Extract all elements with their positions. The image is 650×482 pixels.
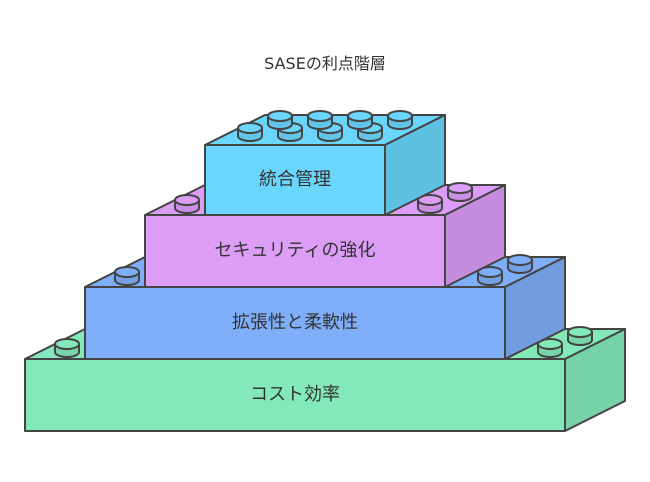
block-front-face xyxy=(144,214,446,288)
lego-stud xyxy=(387,110,413,130)
lego-stud xyxy=(174,194,200,214)
block-front-face xyxy=(204,144,386,216)
lego-stud xyxy=(267,110,293,130)
lego-stud xyxy=(54,338,80,358)
layer-label-1: 統合管理 xyxy=(259,169,331,190)
lego-stud xyxy=(347,110,373,130)
lego-stud xyxy=(567,326,593,346)
diagram-title: SASEの利点階層 xyxy=(264,54,386,73)
layer-label-3: 拡張性と柔軟性 xyxy=(232,312,358,333)
layer-label-4: コスト効率 xyxy=(250,384,340,405)
layer-label-2: セキュリティの強化 xyxy=(215,240,376,261)
lego-stud xyxy=(417,194,443,214)
lego-stud xyxy=(237,122,263,142)
lego-stud xyxy=(477,266,503,286)
lego-stud xyxy=(537,338,563,358)
lego-stud xyxy=(507,254,533,274)
block-front-face xyxy=(24,358,566,432)
lego-stud xyxy=(114,266,140,286)
lego-stud xyxy=(447,182,473,202)
lego-stud xyxy=(307,110,333,130)
